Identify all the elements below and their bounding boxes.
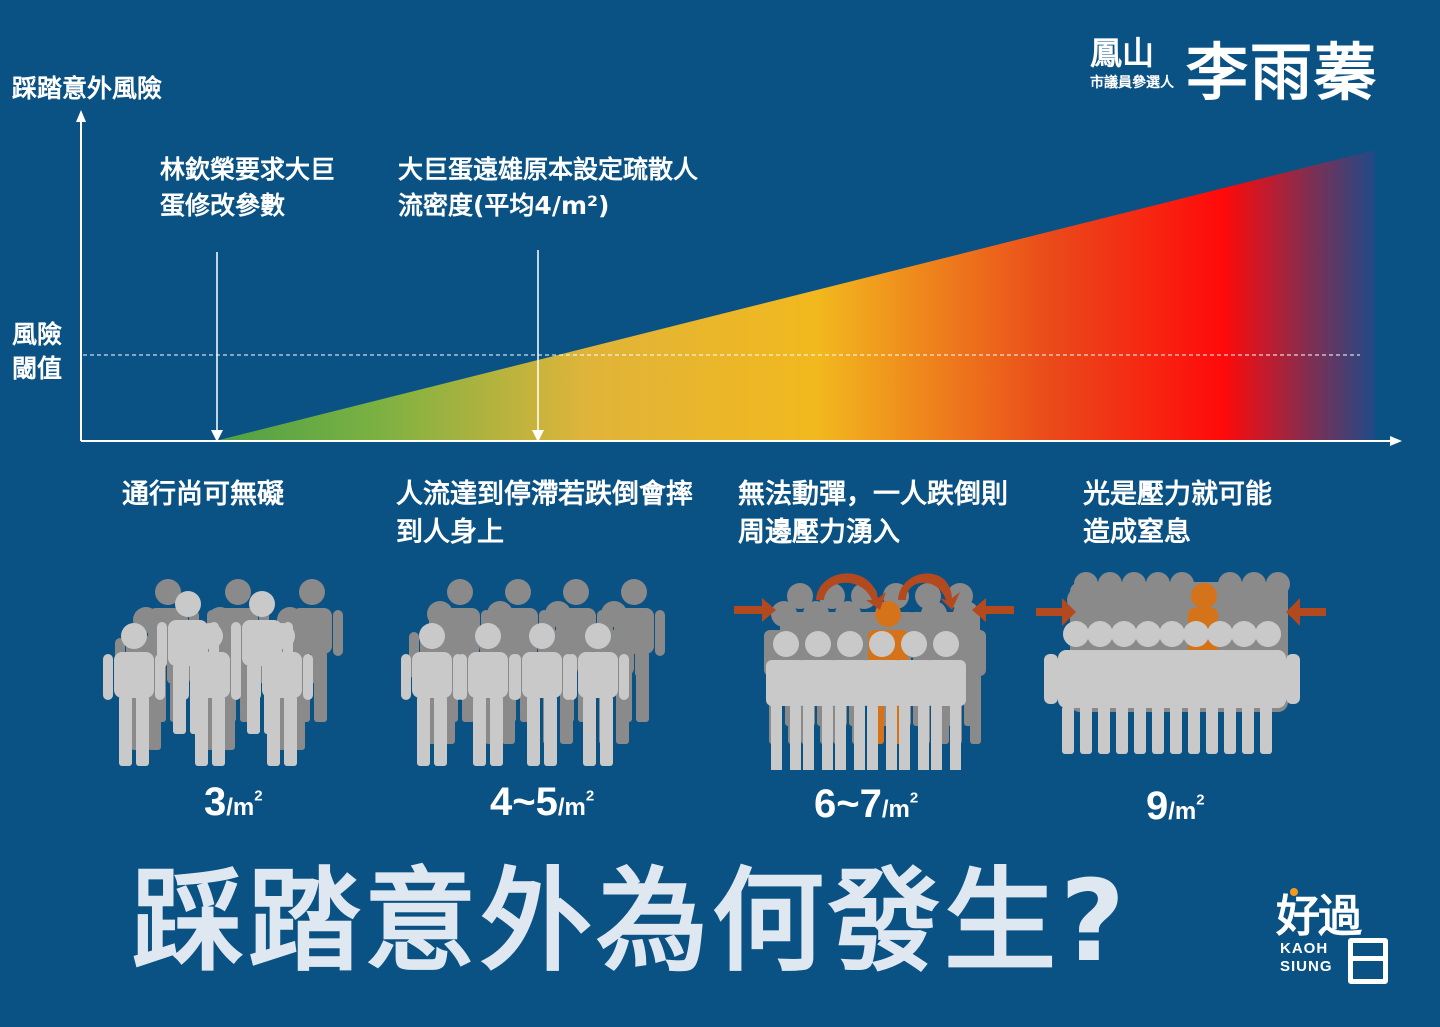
annotation-parameter-change: 林欽榮要求大巨蛋修改參數	[160, 155, 336, 220]
brand-district: 鳳山	[1090, 34, 1155, 72]
stage-3-density: 6~7/m2	[814, 782, 919, 826]
pressure-arrows-icon	[734, 573, 1014, 622]
stage-3-description: 無法動彈，一人跌倒則周邊壓力湧入	[738, 479, 1008, 548]
y-axis-label: 踩踏意外風險	[12, 74, 163, 103]
y-axis-arrow-icon	[76, 110, 86, 122]
crowd-stage-4	[1036, 572, 1326, 754]
brand-name: 李雨蓁	[1186, 36, 1379, 109]
annotation-original-density: 大巨蛋遠雄原本設定疏散人流密度(平均4/m²)	[398, 155, 699, 220]
risk-gradient-wedge	[215, 150, 1375, 441]
pressure-arrows-icon	[1036, 598, 1326, 626]
page-title: 踩踏意外為何發生?	[132, 857, 1129, 987]
stage-1-density: 3/m2	[204, 780, 263, 824]
stage-2-density: 4~5/m2	[490, 780, 595, 824]
logo-line-1: KAOH	[1280, 940, 1329, 957]
stage-1-description: 通行尚可無礙	[122, 479, 284, 510]
stage-2-description: 人流達到停滯若跌倒會摔到人身上	[396, 479, 693, 548]
stage-4-density: 9/m2	[1146, 784, 1205, 828]
sun-logo-icon	[1348, 938, 1388, 984]
stage-4-description: 光是壓力就可能造成窒息	[1083, 479, 1272, 548]
risk-chart	[76, 110, 1402, 446]
crowd-stage-2	[401, 579, 665, 766]
logo-chars: 好過	[1276, 891, 1362, 942]
pointer-arrow-icon	[211, 430, 223, 442]
brand-role: 市議員參選人	[1090, 75, 1174, 91]
logo-line-2: SIUNG	[1280, 958, 1333, 975]
crowd-illustrations	[103, 572, 1326, 770]
x-axis-arrow-icon	[1390, 436, 1402, 446]
crowd-stage-3	[734, 573, 1014, 770]
kaohsiung-logo: 好過 KAOH SIUNG	[1276, 880, 1396, 990]
crowd-stage-1	[103, 579, 343, 766]
threshold-label: 風險閾值	[12, 320, 63, 383]
pointer-arrow-icon	[532, 430, 544, 442]
candidate-brand: 鳳山 市議員參選人 李雨蓁	[1090, 26, 1420, 109]
logo-dot-icon	[1290, 888, 1298, 896]
